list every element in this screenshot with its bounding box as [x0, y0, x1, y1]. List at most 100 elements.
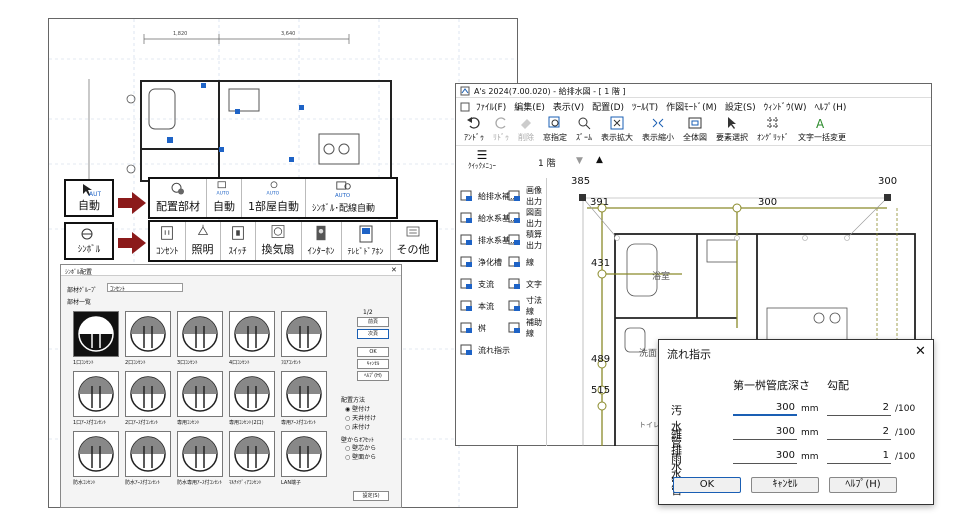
palette-item[interactable]: 浄化槽 [460, 251, 502, 273]
depth-input[interactable]: 300 [733, 402, 797, 416]
ok-button[interactable]: OK [357, 347, 389, 357]
per-label: /100 [895, 428, 916, 438]
window-select-button[interactable]: 窓指定 [543, 116, 567, 143]
palette-item[interactable]: 画像出力 [508, 185, 546, 207]
cancel-button[interactable]: ｷｬﾝｾﾙ [751, 477, 819, 493]
depth-input[interactable]: 300 [733, 426, 797, 440]
quick-menu-button[interactable]: ☰ ｸｲｯｸﾒﾆｭｰ [468, 149, 496, 171]
switch-button[interactable]: ｽｲｯﾁ [219, 222, 255, 260]
palette-item[interactable]: 給水系基... [460, 207, 518, 229]
palette-item[interactable]: 図面出力 [508, 207, 546, 229]
part-thumbnail[interactable] [177, 311, 223, 357]
palette-item[interactable]: 文字 [508, 273, 542, 295]
part-thumbnail[interactable] [177, 371, 223, 417]
palette-item[interactable]: 寸法線 [508, 295, 546, 317]
delete-button[interactable]: 削除 [518, 116, 534, 143]
help-button[interactable]: ﾍﾙﾌﾟ(H) [357, 371, 389, 381]
zoom-in-label: 表示拡大 [601, 133, 633, 142]
element-select-button[interactable]: 要素選択 [716, 116, 748, 143]
undo-button[interactable]: ｱﾝﾄﾞｩ [464, 116, 484, 143]
part-thumbnail[interactable] [73, 311, 119, 357]
menu-bar: ﾌｧｲﾙ(F) 編集(E) 表示(V) 配置(D) ﾂｰﾙ(T) 作図ﾓｰﾄﾞ(… [460, 100, 854, 113]
palette-item[interactable]: 積算出力 [508, 229, 546, 251]
offset-center-label: 壁芯から [352, 445, 377, 452]
symbol-wiring-auto-button[interactable]: AUTO ｼﾝﾎﾞﾙ･配線自動 [305, 179, 381, 217]
part-thumbnail[interactable] [125, 371, 171, 417]
intercom-button[interactable]: ｲﾝﾀｰﾎﾝ [300, 222, 341, 260]
ok-button[interactable]: OK [673, 477, 741, 493]
slope-input[interactable]: 1 [827, 450, 891, 464]
symbol-mode-box[interactable]: ｼﾝﾎﾞﾙ [64, 222, 114, 260]
prev-page-button[interactable]: 前頁 [357, 317, 389, 327]
tv-doorphone-button[interactable]: ﾃﾚﾋﾞﾄﾞｱﾎﾝ [340, 222, 390, 260]
menu-window[interactable]: ｳｨﾝﾄﾞｳ(W) [763, 103, 807, 113]
palette-item[interactable]: 補助線 [508, 317, 546, 339]
floor-up-icon[interactable]: ▲ [596, 155, 603, 165]
cancel-button[interactable]: ｷｬﾝｾﾙ [357, 359, 389, 369]
part-thumbnail[interactable] [125, 311, 171, 357]
menu-help[interactable]: ﾍﾙﾌﾟ(H) [814, 103, 847, 113]
full-view-button[interactable]: 全体図 [683, 116, 707, 143]
palette-item[interactable]: 流れ指示 [460, 339, 510, 361]
on-grid-button[interactable]: ｵﾝｸﾞﾘｯﾄﾞ [757, 116, 789, 143]
slope-input[interactable]: 2 [827, 426, 891, 440]
auto-mode-box[interactable]: AUTO 自動 [64, 179, 114, 217]
redo-button[interactable]: ﾘﾄﾞｩ [493, 116, 509, 143]
group-select[interactable]: ｺﾝｾﾝﾄ [107, 283, 183, 293]
depth-input[interactable]: 300 [733, 450, 797, 464]
settings-button[interactable]: 設定(S) [353, 491, 389, 501]
menu-settings[interactable]: 設定(S) [724, 103, 756, 113]
menu-edit[interactable]: 編集(E) [514, 103, 545, 113]
palette-item[interactable]: 線 [508, 251, 534, 273]
part-thumbnail[interactable] [281, 431, 327, 477]
palette-item[interactable]: 排水系基... [460, 229, 518, 251]
zoom-out-button[interactable]: 表示縮小 [642, 116, 674, 143]
outlet-button[interactable]: ｺﾝｾﾝﾄ [150, 222, 185, 260]
palette-item[interactable]: 本流 [460, 295, 494, 317]
outlet-symbol-icon [78, 376, 114, 412]
zoom-button[interactable]: ｽﾞｰﾑ [576, 116, 592, 143]
ventilation-fan-button[interactable]: 換気扇 [254, 222, 301, 260]
auto-button[interactable]: AUTO 自動 [206, 179, 241, 217]
lighting-button[interactable]: 照明 [184, 222, 220, 260]
part-thumbnail[interactable] [73, 371, 119, 417]
offset-radio-center[interactable]: ○ 壁芯から [345, 445, 377, 452]
other-button[interactable]: その他 [389, 222, 436, 260]
one-room-auto-button[interactable]: AUTO 1部屋自動 [241, 179, 305, 217]
part-thumbnail[interactable] [229, 431, 275, 477]
next-page-button[interactable]: 次頁 [357, 329, 389, 339]
palette-item[interactable]: 支流 [460, 273, 494, 295]
help-button[interactable]: ﾍﾙﾌﾟ(H) [829, 477, 897, 493]
floor-down-icon[interactable]: ▼ [576, 156, 583, 166]
floor-selector[interactable]: 1 階 [538, 159, 556, 169]
menu-file[interactable]: ﾌｧｲﾙ(F) [476, 103, 507, 113]
part-thumbnail[interactable] [229, 311, 275, 357]
part-thumbnail[interactable] [281, 371, 327, 417]
part-thumbnail-label: 2口ｺﾝｾﾝﾄ [125, 360, 146, 366]
zoom-in-button[interactable]: 表示拡大 [601, 116, 633, 143]
text-change-icon: A [816, 117, 825, 130]
palette-item[interactable]: 桝 [460, 317, 486, 339]
menu-place[interactable]: 配置(D) [592, 103, 625, 113]
one-room-auto-label: 1部屋自動 [248, 200, 299, 213]
part-thumbnail[interactable] [73, 431, 119, 477]
room-auto-icon: AUTO [266, 181, 279, 196]
palette-item[interactable]: 給排水補... [460, 185, 518, 207]
menu-view[interactable]: 表示(V) [552, 103, 585, 113]
method-radio-wall[interactable]: ◉ 壁付け [345, 406, 371, 413]
close-icon[interactable]: ✕ [391, 266, 397, 274]
offset-radio-face[interactable]: ○ 壁面から [345, 454, 377, 461]
close-icon[interactable]: ✕ [915, 344, 926, 359]
method-radio-floor[interactable]: ○ 床付け [345, 424, 371, 431]
placement-parts-button[interactable]: 配置部材 [150, 179, 206, 217]
menu-draw-mode[interactable]: 作図ﾓｰﾄﾞ(M) [666, 103, 717, 113]
method-radio-ceiling[interactable]: ○ 天井付け [345, 415, 377, 422]
dim-label: 515 [591, 385, 611, 396]
part-thumbnail[interactable] [229, 371, 275, 417]
menu-tool[interactable]: ﾂｰﾙ(T) [632, 103, 659, 113]
slope-input[interactable]: 2 [827, 402, 891, 416]
part-thumbnail[interactable] [177, 431, 223, 477]
part-thumbnail[interactable] [125, 431, 171, 477]
part-thumbnail[interactable] [281, 311, 327, 357]
